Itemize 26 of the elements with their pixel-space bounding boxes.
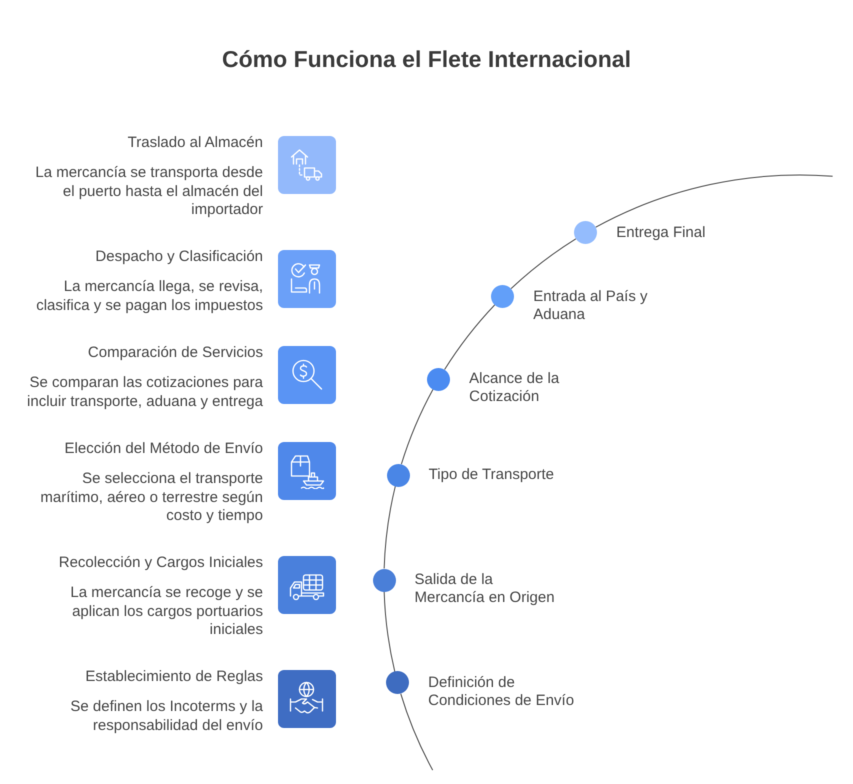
step-heading: Comparación de Servicios <box>88 344 263 362</box>
timeline-arc <box>444 304 496 370</box>
step-description: Se comparan las cotizaciones para incluir transporte, aduana y entrega <box>26 374 263 411</box>
step-heading: Elección del Método de Envío <box>64 440 263 458</box>
milestone-label: Alcance de la Cotización <box>469 370 560 406</box>
timeline-arc <box>510 238 576 290</box>
timeline-arc <box>400 388 434 465</box>
step-description: Se definen los Incoterms y la responsabilidad del envío <box>69 698 263 735</box>
timeline-arc <box>384 486 396 569</box>
step-description: La mercancía llega, se revisa, clasifica y se pagan los impuestos <box>35 278 263 315</box>
milestone-label: Salida de la Mercancía en Origen <box>414 571 556 607</box>
milestone-label: Tipo de Transporte <box>428 466 556 484</box>
milestone-label: Definición de Condiciones de Envío <box>428 674 576 710</box>
timeline-arc <box>384 591 396 672</box>
step-description: La mercancía se transporta desde el puerto hasta el almacén del importador <box>34 164 263 220</box>
step-heading: Despacho y Clasificación <box>95 248 263 266</box>
milestone-label: Entrega Final <box>616 224 706 242</box>
timeline-arc <box>400 693 434 771</box>
timeline-arc <box>595 174 834 228</box>
step-description: Se selecciona el transporte marítimo, aéreo o terrestre según costo y tiempo <box>39 470 263 526</box>
diagram-title: Cómo Funciona el Flete Internacional <box>222 45 631 74</box>
step-heading: Establecimiento de Reglas <box>85 668 263 686</box>
step-description: La mercancía se recoge y se aplican los cargos portuarios iniciales <box>69 584 263 640</box>
step-heading: Traslado al Almacén <box>128 134 263 152</box>
milestone-label: Entrada al País y Aduana <box>533 288 648 324</box>
step-heading: Recolección y Cargos Iniciales <box>58 554 263 572</box>
